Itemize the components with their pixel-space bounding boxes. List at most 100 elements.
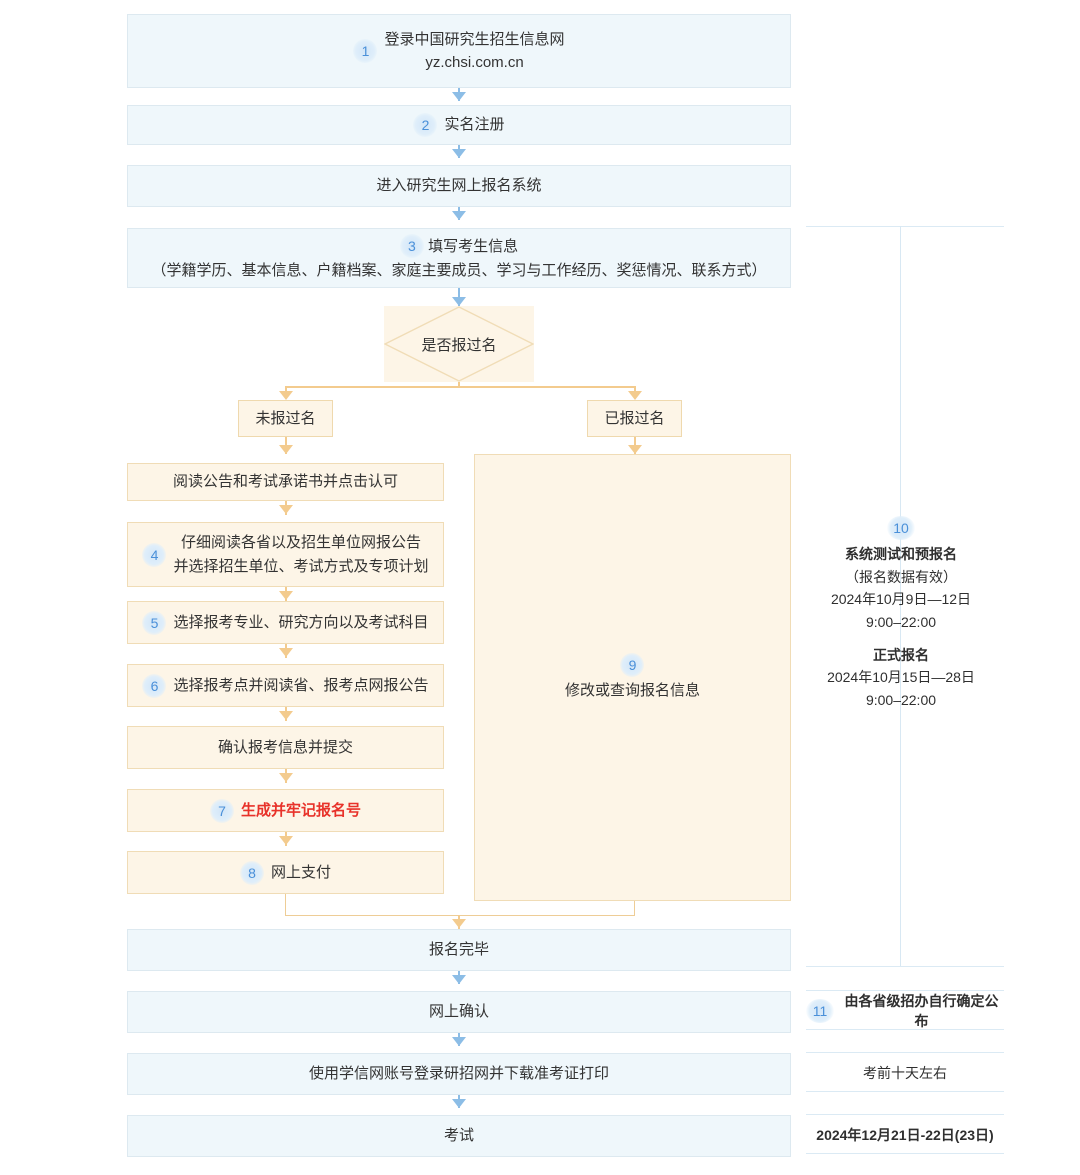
step-badge-11: 11 — [806, 999, 834, 1023]
step-badge-2: 2 — [413, 113, 438, 137]
arrowhead-n18-n19 — [452, 1099, 466, 1108]
timeline-rule-5 — [806, 1091, 1004, 1092]
node-login-portal[interactable]: 1 登录中国研究生招生信息网 yz.chsi.com.cn — [127, 14, 791, 88]
node-online-confirmation[interactable]: 网上确认 — [127, 991, 791, 1033]
node-confirm-and-submit-label: 确认报考信息并提交 — [217, 738, 353, 756]
node-confirm-and-submit[interactable]: 确认报考信息并提交 — [127, 726, 444, 769]
timeline-ten-days-before-label: 考前十天左右 — [863, 1065, 947, 1081]
arrowhead-n12-n13 — [279, 773, 293, 782]
node-real-name-register[interactable]: 2 实名注册 — [127, 105, 791, 145]
node-online-confirmation-label: 网上确认 — [428, 1003, 489, 1021]
node-select-major[interactable]: 5 选择报考专业、研究方向以及考试科目 — [127, 601, 444, 644]
connector-merge-left-drop — [285, 894, 286, 916]
arrowhead-branch-left — [279, 391, 293, 400]
connector-merge-bar — [285, 915, 635, 916]
arrowhead-n13-n14 — [279, 836, 293, 845]
step-badge-10: 10 — [887, 516, 915, 540]
step-badge-9: 9 — [620, 652, 645, 677]
arrowhead-yes-n15 — [628, 445, 642, 454]
arrowhead-merge-n16 — [452, 919, 466, 928]
node-select-exam-site-label: 选择报考点并阅读省、报考点网报公告 — [173, 676, 429, 694]
node-fill-candidate-info-detail: （学籍学历、基本信息、户籍档案、家庭主要成员、学习与工作经历、奖惩情况、联系方式… — [151, 261, 767, 279]
timeline-rule-4 — [806, 1052, 1004, 1053]
node-enter-registration-system-label: 进入研究生网上报名系统 — [376, 177, 542, 195]
timeline-rule-7 — [806, 1153, 1004, 1154]
node-read-announcement-label: 阅读公告和考试承诺书并点击认可 — [172, 473, 398, 491]
node-fill-candidate-info-title: 3 填写考生信息 — [151, 234, 766, 259]
timeline-province-announcement-label: 由各省级招办自行确定公布 — [844, 993, 999, 1029]
timeline-formal-dates: 2024年10月15日—28日 — [827, 669, 975, 686]
step-badge-3: 3 — [399, 234, 424, 259]
arrowhead-no-n8 — [279, 445, 293, 454]
node-registration-complete[interactable]: 报名完毕 — [127, 929, 791, 971]
timeline-rule-2 — [806, 990, 1004, 991]
step-badge-8: 8 — [239, 860, 264, 885]
timeline-entry-province-announcement: 11 由各省级招办自行确定公布 — [806, 991, 1004, 1031]
arrowhead-n16-n17 — [452, 975, 466, 984]
node-select-major-label: 选择报考专业、研究方向以及考试科目 — [173, 613, 429, 631]
decision-diamond-shape — [384, 306, 534, 382]
node-real-name-register-label: 实名注册 — [444, 116, 505, 134]
node-login-portal-url: yz.chsi.com.cn — [425, 54, 524, 71]
step-badge-4: 4 — [142, 542, 167, 567]
decision-has-registered-label: 是否报过名 — [421, 336, 497, 354]
arrowhead-n8-n9 — [279, 505, 293, 514]
node-download-admission-ticket[interactable]: 使用学信网账号登录研招网并下载准考证打印 — [127, 1053, 791, 1095]
node-modify-or-query[interactable]: 9 修改或查询报名信息 — [474, 454, 791, 901]
branch-already-registered-label: 已报过名 — [604, 409, 665, 427]
arrowhead-n10-n11 — [279, 648, 293, 657]
timeline-entry-exam-dates: 2024年12月21日-22日(23日) — [806, 1115, 1004, 1155]
timeline-pretest-hours: 9:00–22:00 — [865, 614, 937, 631]
connector-merge-right-drop — [634, 901, 635, 916]
arrowhead-n1-n2 — [452, 92, 466, 101]
timeline-pretest-dates: 2024年10月9日—12日 — [830, 591, 972, 608]
timeline-rule-top — [806, 226, 1004, 227]
branch-already-registered[interactable]: 已报过名 — [587, 400, 682, 437]
node-generate-registration-number[interactable]: 7 生成并牢记报名号 — [127, 789, 444, 832]
step-badge-5: 5 — [142, 610, 167, 635]
arrowhead-n9-n10 — [279, 591, 293, 600]
node-read-province-unit-announcement-line1: 仔细阅读各省以及招生单位网报公告 — [180, 534, 421, 552]
arrowhead-n2-n3 — [452, 149, 466, 158]
timeline-pretest-heading: 系统测试和预报名 — [845, 546, 957, 562]
connector-branch-bar — [285, 386, 635, 388]
node-generate-registration-number-label: 生成并牢记报名号 — [240, 801, 361, 819]
node-download-admission-ticket-label: 使用学信网账号登录研招网并下载准考证打印 — [308, 1065, 609, 1083]
step-badge-7: 7 — [209, 798, 234, 823]
timeline-entry-registration-dates: 10 系统测试和预报名 （报名数据有效） 2024年10月9日—12日 9:00… — [801, 516, 1001, 712]
timeline-badge-row-10: 10 — [801, 516, 1001, 540]
node-fill-candidate-info[interactable]: 3 填写考生信息 （学籍学历、基本信息、户籍档案、家庭主要成员、学习与工作经历、… — [127, 228, 791, 288]
timeline-rule-3 — [806, 1029, 1004, 1030]
node-login-portal-line1: 登录中国研究生招生信息网 — [384, 30, 565, 48]
node-read-province-unit-announcement[interactable]: 4 仔细阅读各省以及招生单位网报公告 并选择招生单位、考试方式及专项计划 — [127, 522, 444, 587]
arrowhead-n17-n18 — [452, 1037, 466, 1046]
decision-has-registered[interactable]: 是否报过名 — [384, 306, 534, 382]
branch-not-registered[interactable]: 未报过名 — [238, 400, 333, 437]
branch-not-registered-label: 未报过名 — [255, 409, 316, 427]
arrowhead-n4-decision — [452, 297, 466, 306]
timeline-rule-1 — [806, 966, 1004, 967]
arrowhead-n11-n12 — [279, 711, 293, 720]
step-badge-1: 1 — [353, 39, 378, 63]
timeline-formal-hours: 9:00–22:00 — [865, 692, 937, 709]
node-exam-label: 考试 — [443, 1127, 474, 1145]
node-online-payment-label: 网上支付 — [270, 863, 331, 881]
arrowhead-branch-right — [628, 391, 642, 400]
timeline-pretest-note: （报名数据有效） — [845, 568, 957, 585]
timeline-entry-ten-days-before: 考前十天左右 — [806, 1053, 1004, 1093]
node-registration-complete-label: 报名完毕 — [428, 941, 489, 959]
node-read-province-unit-announcement-line2: 并选择招生单位、考试方式及专项计划 — [173, 557, 429, 575]
timeline-exam-dates-label: 2024年12月21日-22日(23日) — [816, 1127, 994, 1143]
node-select-exam-site[interactable]: 6 选择报考点并阅读省、报考点网报公告 — [127, 664, 444, 707]
timeline-vertical-divider — [900, 226, 901, 966]
timeline-rule-6 — [806, 1114, 1004, 1115]
timeline-formal-heading: 正式报名 — [873, 646, 929, 663]
node-exam[interactable]: 考试 — [127, 1115, 791, 1157]
node-modify-or-query-label: 修改或查询报名信息 — [564, 681, 700, 699]
arrowhead-n3-n4 — [452, 211, 466, 220]
node-read-announcement[interactable]: 阅读公告和考试承诺书并点击认可 — [127, 463, 444, 501]
node-online-payment[interactable]: 8 网上支付 — [127, 851, 444, 894]
node-fill-candidate-info-title-text: 填写考生信息 — [428, 238, 519, 256]
node-enter-registration-system[interactable]: 进入研究生网上报名系统 — [127, 165, 791, 207]
